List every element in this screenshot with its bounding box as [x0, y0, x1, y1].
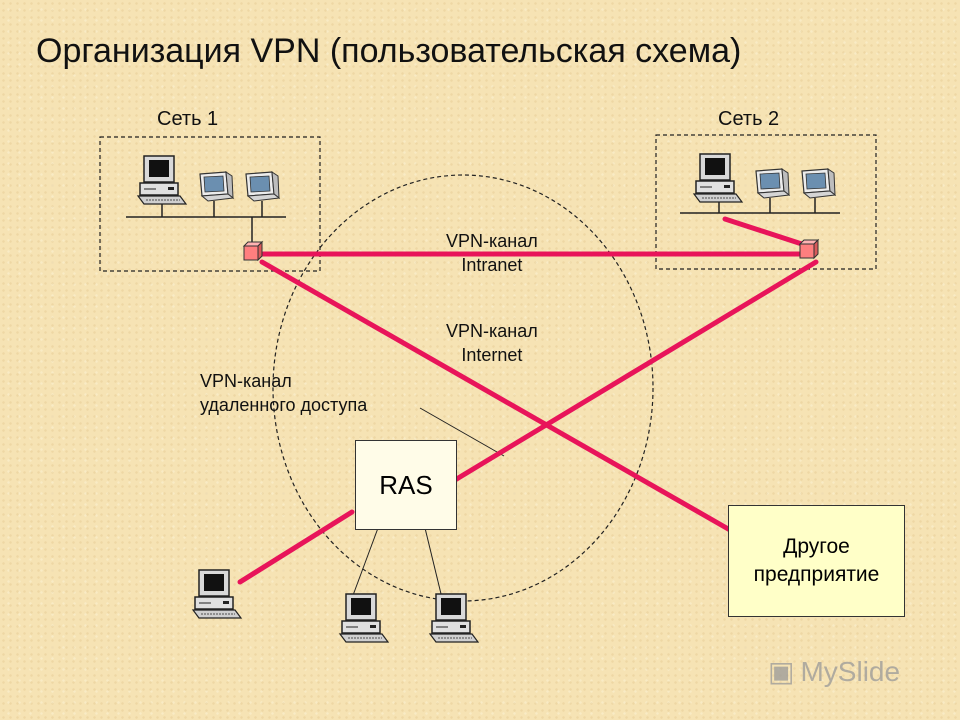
network2-boundary	[655, 134, 877, 270]
slide-title: Организация VPN (пользовательская схема)	[36, 32, 742, 70]
vpn-intranet-label: VPN-канал Intranet	[446, 229, 538, 277]
network2-router-icon	[799, 239, 819, 259]
network1-terminal2-icon	[245, 171, 280, 202]
network2-label: Сеть 2	[718, 108, 780, 130]
slides-logo-icon: ▣	[768, 656, 795, 687]
remote-label-pointer	[419, 407, 505, 457]
network1-boundary	[99, 136, 321, 272]
vpn-internet-link	[452, 259, 819, 483]
vpn-intranet-label-line1: VPN-канал	[446, 231, 538, 251]
vpn-intranet-lan-link	[722, 216, 811, 249]
ras-link-left	[351, 527, 379, 599]
other-company-line1: Другое	[783, 535, 850, 558]
vpn-internet-label-line1: VPN-канал	[446, 321, 538, 341]
vpn-remote-label: VPN-канал удаленного доступа	[200, 369, 367, 417]
vpn-intranet-label-line2: Intranet	[461, 255, 523, 275]
watermark-text: MySlide	[800, 655, 901, 687]
ras-link-right	[424, 527, 443, 599]
vpn-remote-label-line1: VPN-канал	[200, 371, 292, 391]
ras-workstation1-icon	[339, 593, 389, 643]
other-company-box: Другое предприятие	[728, 505, 905, 617]
network1-label: Сеть 1	[157, 108, 219, 130]
vpn-extranet-link	[259, 259, 733, 533]
ras-server: RAS	[355, 440, 457, 530]
vpn-internet-label-line2: Internet	[461, 345, 523, 365]
vpn-remote-link	[237, 509, 355, 585]
network2-workstation-icon	[693, 153, 743, 203]
vpn-internet-label: VPN-канал Internet	[446, 319, 538, 367]
other-company-line2: предприятие	[753, 563, 880, 586]
network1-router-icon	[243, 241, 263, 261]
watermark: ▣ MySlide	[768, 655, 900, 688]
network1-workstation-icon	[137, 155, 187, 205]
network2-terminal2-icon	[801, 168, 836, 199]
remote-workstation-icon	[192, 569, 242, 619]
ras-label: RAS	[379, 469, 433, 500]
network1-terminal1-icon	[199, 171, 234, 202]
vpn-remote-label-line2: удаленного доступа	[200, 395, 368, 415]
network2-terminal1-icon	[755, 168, 790, 199]
network1-lan	[126, 201, 286, 243]
